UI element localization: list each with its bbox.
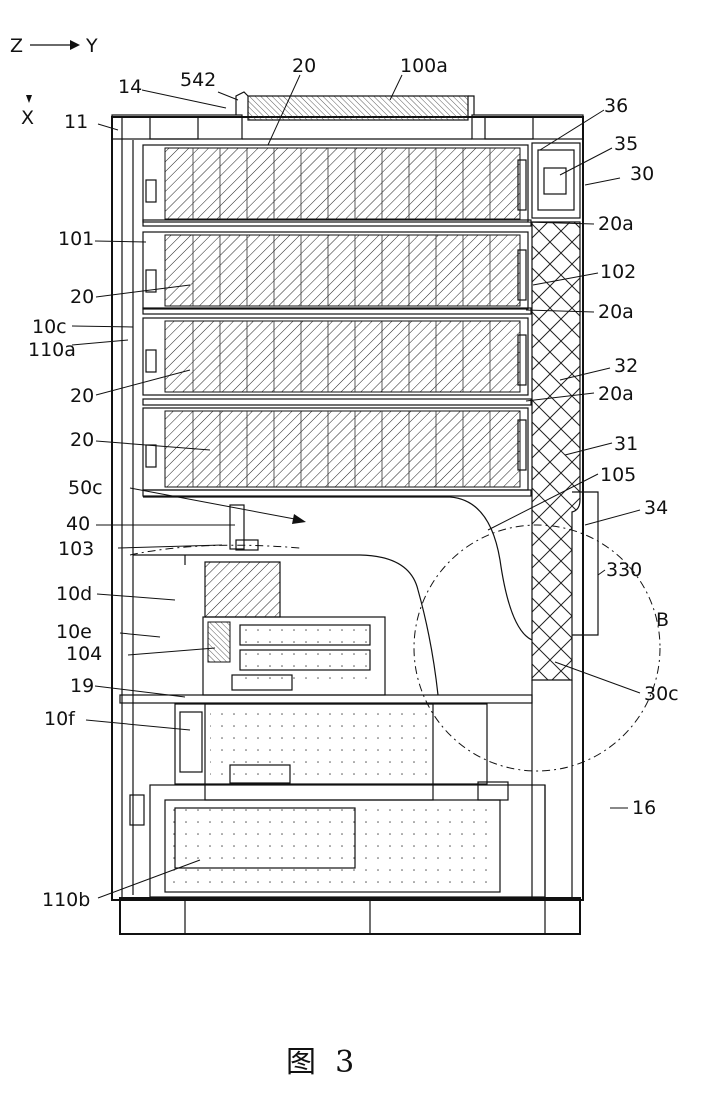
label-20-top: 20 <box>292 55 316 77</box>
label-110b: 110b <box>42 889 90 911</box>
axis-x-label: X <box>21 107 34 129</box>
label-10f: 10f <box>44 708 76 730</box>
label-20a-2: 20a <box>598 301 634 323</box>
label-110a: 110a <box>28 339 76 361</box>
label-330: 330 <box>606 559 642 581</box>
figure-caption: 图 3 <box>286 1045 354 1080</box>
label-16: 16 <box>632 797 656 819</box>
label-20-b: 20 <box>70 286 94 308</box>
lower-compartment <box>130 785 545 897</box>
label-10d: 10d <box>56 583 92 605</box>
label-20-c: 20 <box>70 385 94 407</box>
label-36: 36 <box>604 95 628 117</box>
axis-z-label: Z <box>10 35 23 57</box>
label-30: 30 <box>630 163 654 185</box>
label-11: 11 <box>64 111 88 133</box>
label-542: 542 <box>180 69 216 91</box>
control-board <box>203 617 385 695</box>
label-40: 40 <box>66 513 90 535</box>
label-32: 32 <box>614 355 638 377</box>
label-20-d: 20 <box>70 429 94 451</box>
label-35: 35 <box>614 133 638 155</box>
label-105: 105 <box>600 464 636 486</box>
label-10e: 10e <box>56 621 92 643</box>
label-10c: 10c <box>32 316 67 338</box>
flow-arrows <box>130 488 306 524</box>
label-104: 104 <box>66 643 102 665</box>
battery-module-4 <box>143 408 531 496</box>
label-34: 34 <box>644 497 668 519</box>
air-duct <box>532 143 598 900</box>
label-30c: 30c <box>644 683 679 705</box>
axis-x-arrow-icon <box>26 95 32 103</box>
label-31: 31 <box>614 433 638 455</box>
label-50c: 50c <box>68 477 103 499</box>
label-102: 102 <box>600 261 636 283</box>
hatched-block <box>205 562 280 617</box>
axis-y-label: Y <box>85 35 98 57</box>
label-100a: 100a <box>400 55 448 77</box>
label-19: 19 <box>70 675 94 697</box>
battery-module-1 <box>143 145 531 226</box>
label-b: B <box>656 609 669 631</box>
label-20a-3: 20a <box>598 383 634 405</box>
label-101: 101 <box>58 228 94 250</box>
label-14: 14 <box>118 76 142 98</box>
battery-module-3 <box>143 318 531 405</box>
battery-module-2 <box>143 232 531 314</box>
label-103: 103 <box>58 538 94 560</box>
label-20a-1: 20a <box>598 213 634 235</box>
